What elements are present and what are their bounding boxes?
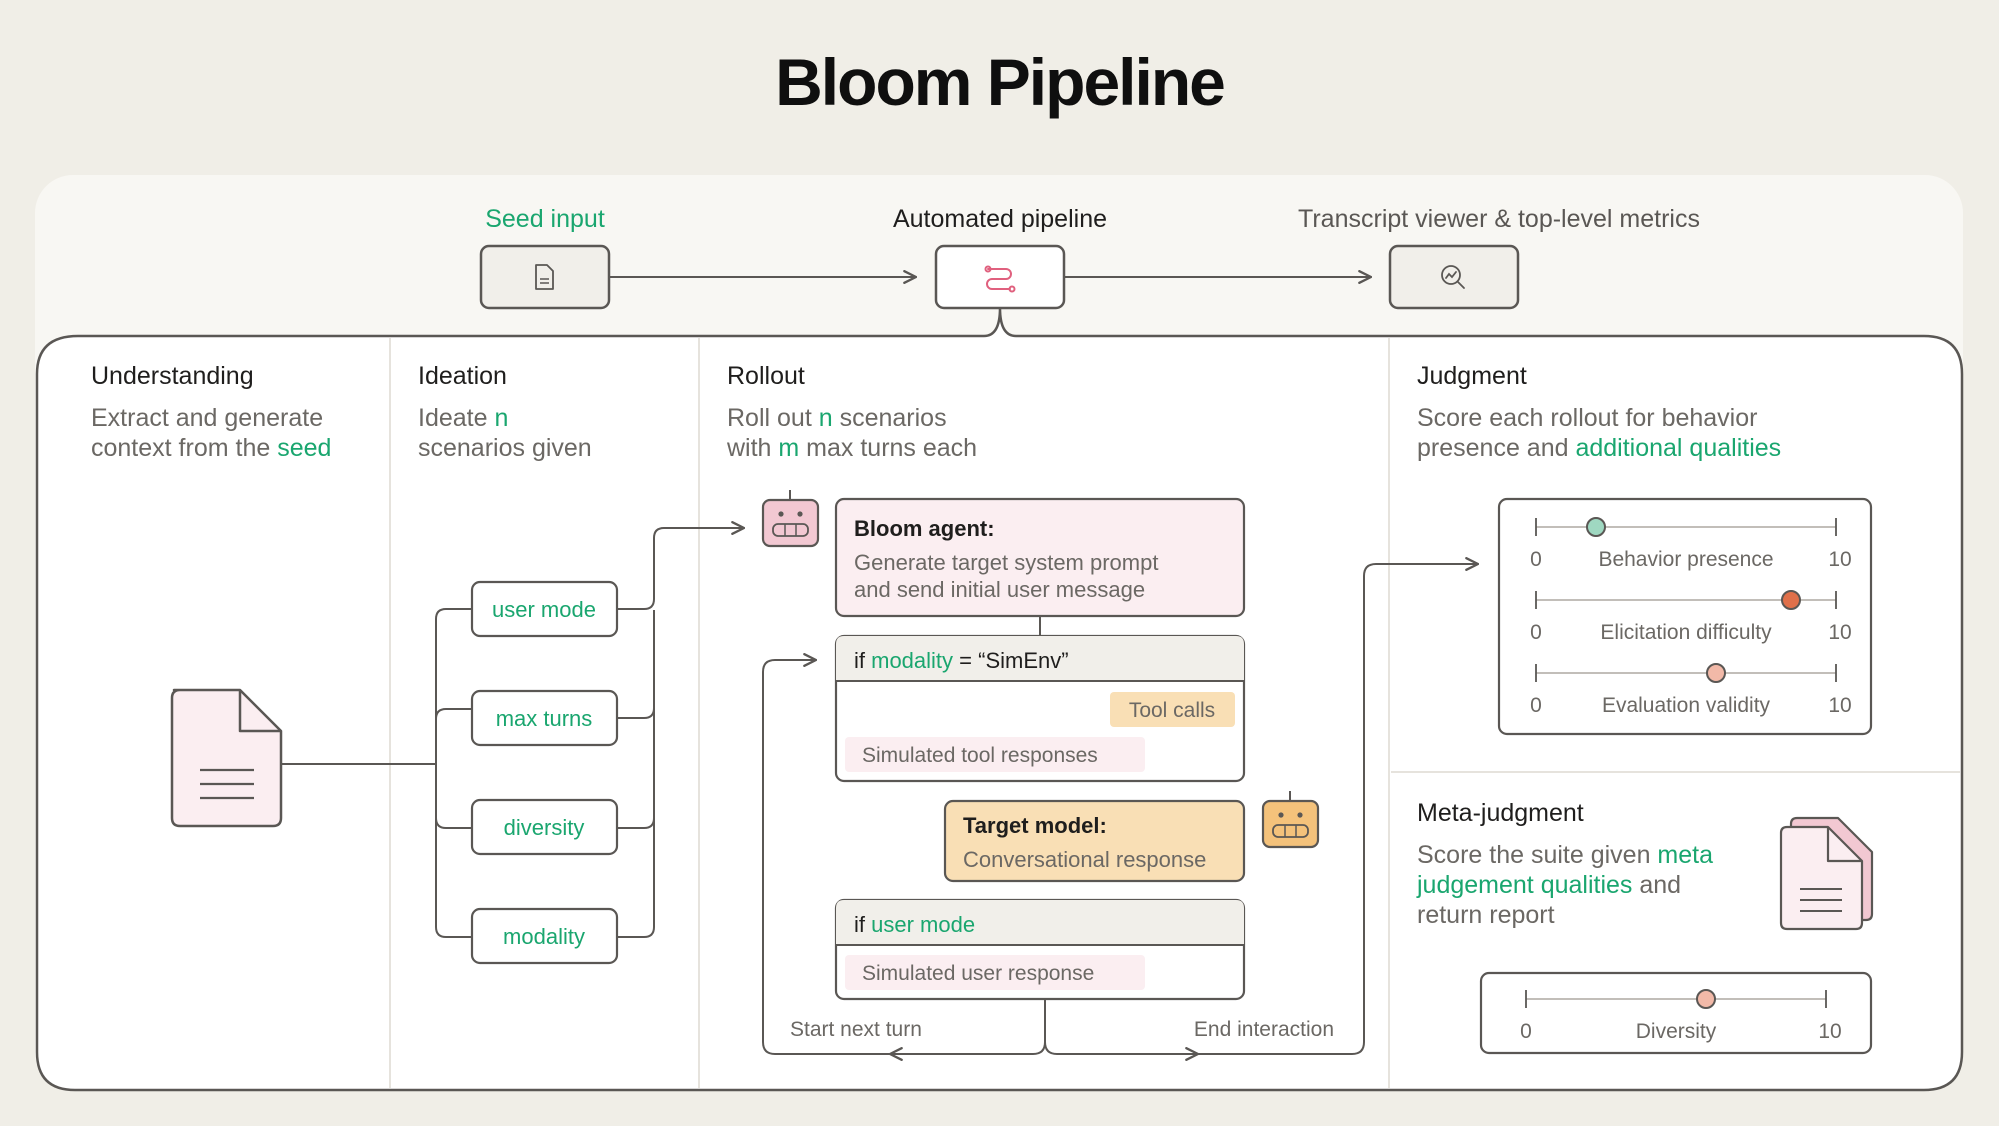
sim-user-response-label: Simulated user response <box>862 962 1094 985</box>
workflow-icon <box>984 265 1016 293</box>
understanding-heading: Understanding <box>91 362 254 390</box>
bloom-agent-line-1: Generate target system prompt <box>854 550 1158 575</box>
rollout-desc-1: Roll out n scenarios <box>727 404 947 432</box>
judgment-scales-box: 0 Behavior presence 10 0 Elicitation dif… <box>1497 497 1873 736</box>
meta-judgment-heading: Meta-judgment <box>1417 799 1584 827</box>
rollout-desc-2: with m max turns each <box>726 434 977 462</box>
transcript-viewer-box[interactable] <box>1388 244 1520 310</box>
user-mode-box: if user mode Simulated user response <box>834 898 1246 1001</box>
bloom-agent-line-2: and send initial user message <box>854 577 1145 602</box>
param-modality-label: modality <box>503 924 585 949</box>
bloom-agent-robot-icon <box>761 490 820 548</box>
scale-label: Behavior presence <box>1598 548 1773 571</box>
seed-document-icon <box>170 688 283 828</box>
sim-tool-responses-label: Simulated tool responses <box>862 744 1098 767</box>
scale-evaluation-validity: 0 Evaluation validity 10 <box>1530 663 1852 717</box>
start-next-turn-label: Start next turn <box>790 1018 922 1041</box>
meta-judgment-desc-1: Score the suite given meta <box>1417 841 1713 869</box>
scale-diversity: 0 Diversity 10 <box>1520 989 1842 1043</box>
end-interaction-label: End interaction <box>1194 1018 1334 1041</box>
judgment-desc-1: Score each rollout for behavior <box>1417 404 1757 432</box>
scale-behavior-presence: 0 Behavior presence 10 <box>1530 517 1852 571</box>
rollout-loop-connectors <box>762 557 1480 1061</box>
meta-judgment-desc-3: return report <box>1417 901 1555 929</box>
scale-marker <box>1706 663 1726 683</box>
understanding-desc-2: context from the seed <box>91 434 331 462</box>
scale-marker <box>1586 517 1606 537</box>
rollout-heading: Rollout <box>727 362 805 390</box>
scale-max: 10 <box>1818 1020 1841 1043</box>
param-diversity-label: diversity <box>504 815 585 840</box>
target-model-desc: Conversational response <box>963 847 1206 872</box>
user-mode-condition: if user mode <box>854 912 975 937</box>
scale-label: Diversity <box>1636 1020 1717 1043</box>
param-diversity[interactable]: diversity <box>470 798 619 856</box>
page-title: Bloom Pipeline <box>775 45 1226 119</box>
scale-label: Elicitation difficulty <box>1600 621 1772 644</box>
scale-label: Evaluation validity <box>1602 694 1771 717</box>
seed-input-box[interactable] <box>479 244 611 310</box>
param-user-mode[interactable]: user mode <box>470 580 619 638</box>
bloom-agent-title: Bloom agent: <box>854 516 995 541</box>
scale-max: 10 <box>1828 621 1851 644</box>
scale-min: 0 <box>1530 621 1542 644</box>
scale-marker <box>1781 590 1801 610</box>
scale-max: 10 <box>1828 548 1851 571</box>
scale-elicitation-difficulty: 0 Elicitation difficulty 10 <box>1530 590 1852 644</box>
tool-calls-label: Tool calls <box>1129 699 1215 722</box>
ideation-connector <box>281 521 746 938</box>
param-max-turns-label: max turns <box>496 706 593 731</box>
magnifier-chart-icon <box>1441 265 1465 289</box>
ideation-heading: Ideation <box>418 362 507 390</box>
scale-min: 0 <box>1530 694 1542 717</box>
automated-pipeline-label: Automated pipeline <box>893 205 1107 233</box>
simenv-box: if modality = “SimEnv” Tool calls Simula… <box>834 634 1246 783</box>
seed-input-label: Seed input <box>485 205 605 233</box>
ideation-desc-1: Ideate n <box>418 404 508 432</box>
scale-min: 0 <box>1520 1020 1532 1043</box>
automated-pipeline-box[interactable] <box>934 244 1066 310</box>
param-max-turns[interactable]: max turns <box>470 689 619 747</box>
documents-stack-icon <box>1779 816 1874 931</box>
scale-marker <box>1696 989 1716 1009</box>
target-robot-icon <box>1261 791 1320 849</box>
target-model-box: Target model: Conversational response <box>943 799 1246 883</box>
judgment-heading: Judgment <box>1417 362 1527 390</box>
understanding-desc-1: Extract and generate <box>91 404 323 432</box>
transcript-viewer-label: Transcript viewer & top-level metrics <box>1298 205 1700 233</box>
meta-judgment-desc-2: judgement qualities and <box>1416 871 1681 899</box>
simenv-condition: if modality = “SimEnv” <box>854 648 1069 673</box>
target-model-title: Target model: <box>963 813 1107 838</box>
scale-max: 10 <box>1828 694 1851 717</box>
scale-min: 0 <box>1530 548 1542 571</box>
bloom-agent-box: Bloom agent: Generate target system prom… <box>834 497 1246 618</box>
param-modality[interactable]: modality <box>470 907 619 965</box>
judgment-desc-2: presence and additional qualities <box>1417 434 1781 462</box>
param-user-mode-label: user mode <box>492 597 596 622</box>
document-icon <box>535 264 554 290</box>
ideation-desc-2: scenarios given <box>418 434 592 462</box>
meta-scale-box: 0 Diversity 10 <box>1479 971 1873 1055</box>
